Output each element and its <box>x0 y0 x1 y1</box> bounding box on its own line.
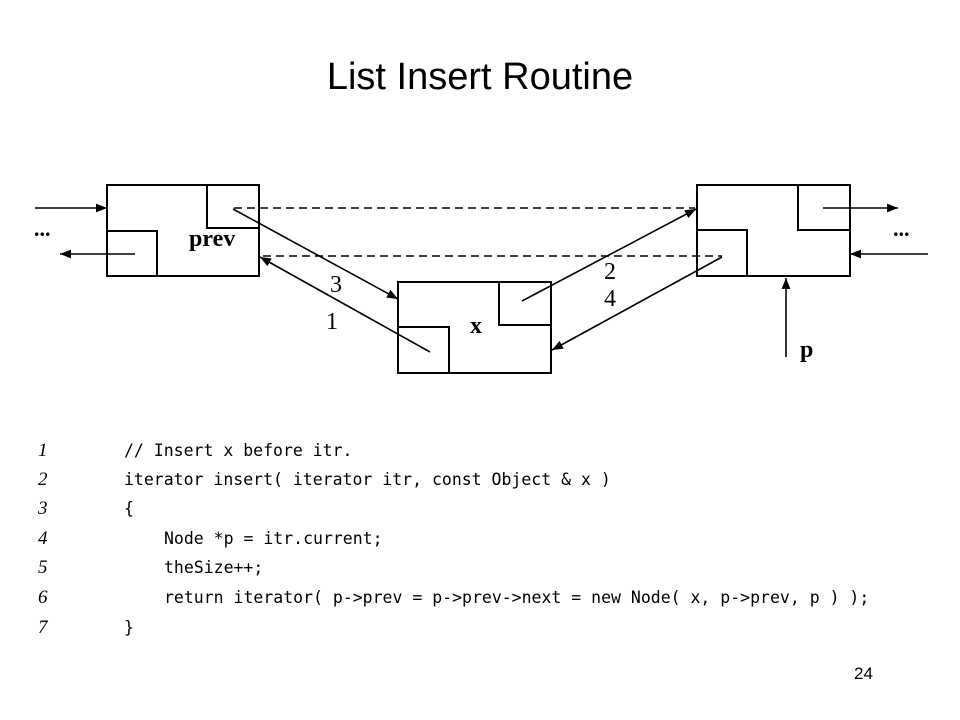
slide-title: List Insert Routine <box>326 56 634 98</box>
page-number: 24 <box>854 664 873 683</box>
line-number: 4 <box>38 528 48 549</box>
arrow-step-2 <box>521 208 697 302</box>
arrow-step-3 <box>232 208 399 300</box>
right-ellipsis: ... <box>893 216 910 241</box>
code-line: return iterator( p->prev = p->prev->next… <box>164 588 870 607</box>
arrow-step-4 <box>551 256 723 351</box>
code-line: theSize++; <box>164 558 264 577</box>
code-line: { <box>124 499 134 518</box>
code-line: iterator insert( iterator itr, const Obj… <box>124 470 611 489</box>
step-label-1: 1 <box>326 309 338 335</box>
left-ellipsis: ... <box>34 216 51 241</box>
linked-list-insert-diagram: prev x p ... ... 3 1 2 4 <box>34 184 928 374</box>
prev-node <box>106 184 260 277</box>
line-number: 3 <box>38 498 48 519</box>
pointer-p-label: p <box>800 337 813 363</box>
step-label-4: 4 <box>604 286 616 312</box>
arrow-step-1 <box>259 256 431 353</box>
code-line: // Insert x before itr. <box>124 441 353 460</box>
code-line: } <box>124 618 134 637</box>
line-number: 6 <box>38 587 48 608</box>
new-node-label: x <box>470 313 482 339</box>
line-number: 2 <box>38 469 48 490</box>
next-node <box>696 184 851 277</box>
line-number: 1 <box>38 440 48 461</box>
code-line: Node *p = itr.current; <box>164 529 383 548</box>
line-number: 5 <box>38 557 48 578</box>
step-label-3: 3 <box>330 272 342 298</box>
line-number: 7 <box>38 617 48 638</box>
step-label-2: 2 <box>604 259 616 285</box>
prev-node-label: prev <box>189 226 235 252</box>
new-node <box>397 281 552 374</box>
